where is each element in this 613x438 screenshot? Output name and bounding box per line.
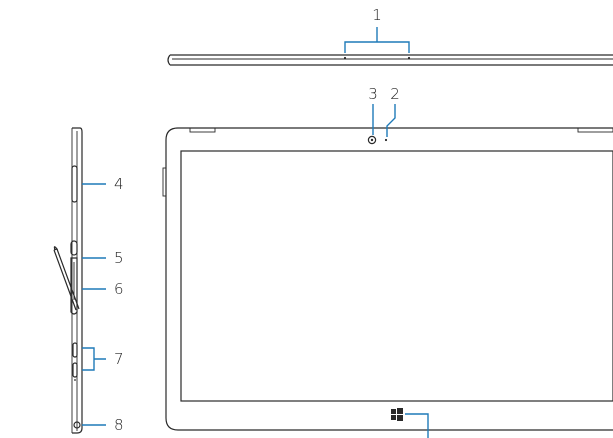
usb-port-upper (72, 342, 78, 358)
volume-button (71, 165, 78, 203)
top-microphone-right (407, 56, 411, 60)
callout-label: 1 (372, 6, 382, 24)
callout-label: 4 (114, 175, 124, 193)
callout-label: 7 (114, 350, 124, 368)
windows-icon (391, 408, 403, 421)
headset-port (73, 421, 81, 429)
callout-label: 3 (368, 85, 378, 103)
callout-7: 7 (82, 347, 124, 371)
callout-leader (82, 347, 106, 371)
callout-label: 6 (114, 280, 124, 298)
callout-3: 3 (368, 85, 378, 135)
windows-button-leader (405, 413, 429, 438)
camera-status-light (384, 138, 388, 142)
callout-4: 4 (82, 175, 124, 193)
callout-5: 5 (82, 249, 124, 267)
tablet-top-view (167, 54, 613, 66)
callout-1: 1 (344, 6, 410, 53)
callout-6: 6 (82, 280, 124, 298)
callout-label: 5 (114, 249, 124, 267)
callout-label: 2 (390, 85, 400, 103)
tablet-side-view (53, 127, 83, 434)
tablet-front-view (162, 127, 613, 431)
callout-leader (386, 104, 396, 137)
callout-label: 8 (114, 416, 124, 434)
usb-port-lower (72, 362, 78, 378)
stylus-holder (70, 257, 78, 315)
callout-8: 8 (82, 416, 124, 434)
stylus-holder-top (70, 240, 78, 256)
callout-leader (344, 27, 410, 53)
stylus (53, 246, 80, 311)
callout-2: 2 (386, 85, 400, 137)
front-camera (367, 135, 377, 145)
top-microphone-left (343, 56, 347, 60)
touchscreen (180, 150, 613, 402)
